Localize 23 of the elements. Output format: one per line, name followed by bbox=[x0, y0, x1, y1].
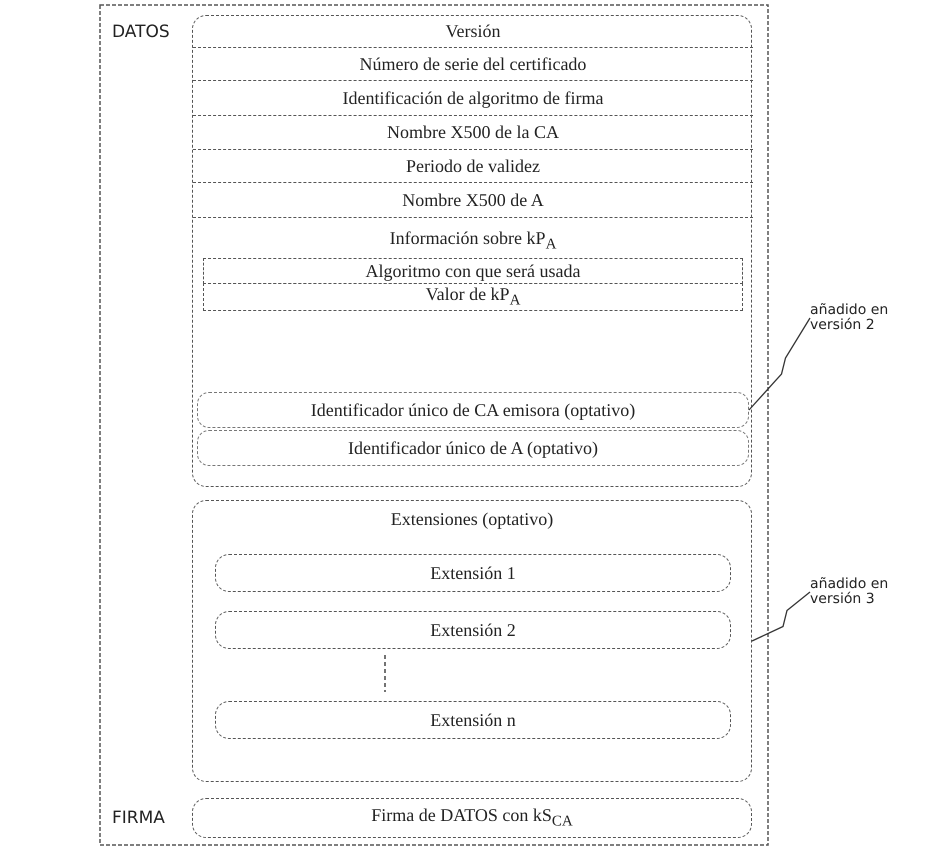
annotation-note: añadido en versión 2 bbox=[810, 298, 922, 338]
signature-box: Firma de DATOS con kS$_{CA}$ bbox=[192, 798, 752, 838]
subfield-box: Valor de kP$_{A}$ bbox=[203, 283, 743, 311]
annotation-note: añadido en versión 3 bbox=[810, 572, 922, 612]
group-heading: Información sobre kP$_{A}$ bbox=[388, 228, 558, 254]
group-heading: Extensiones (optativo) bbox=[390, 509, 554, 530]
field-row: Número de serie del certificado bbox=[193, 48, 753, 81]
section-label: FIRMA bbox=[112, 808, 165, 828]
field-row: Nombre X500 de A bbox=[193, 183, 753, 218]
extension-box: Extensión n bbox=[215, 701, 731, 739]
field-row: Versión bbox=[193, 16, 753, 48]
extension-box: Extensión 1 bbox=[215, 554, 731, 592]
field-row: Identificación de algoritmo de firma bbox=[193, 81, 753, 116]
extension-box: Extensión 2 bbox=[215, 611, 731, 649]
field-row: Nombre X500 de la CA bbox=[193, 116, 753, 150]
leader-line bbox=[752, 592, 810, 642]
subfield-box: Algoritmo con que será usada bbox=[203, 258, 743, 284]
section-label: DATOS bbox=[112, 22, 170, 42]
field-row: Periodo de validez bbox=[193, 150, 753, 183]
field-group-box bbox=[192, 15, 752, 487]
optional-field-box: Identificador único de A (optativo) bbox=[197, 430, 749, 466]
optional-field-box: Identificador único de CA emisora (optativo) bbox=[197, 392, 749, 428]
extensions-box bbox=[192, 500, 752, 782]
